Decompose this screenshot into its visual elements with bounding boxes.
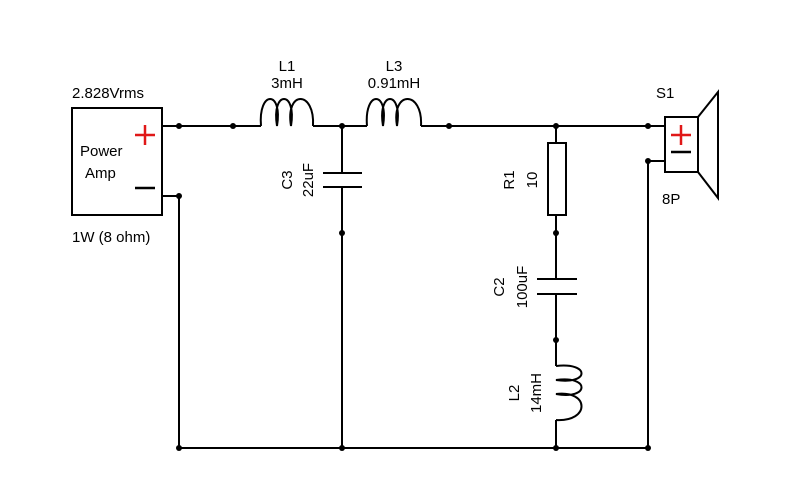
s1-ref-label: S1 (656, 85, 674, 102)
junction-dots (176, 123, 651, 451)
capacitor-c3: C3 22uF (279, 163, 362, 197)
r1-value-label: 10 (524, 172, 541, 189)
c2-value-label: 100uF (514, 266, 531, 309)
inductor-l1: L1 3mH (259, 58, 315, 127)
junction-dot (339, 230, 345, 236)
c3-value-label: 22uF (300, 163, 317, 197)
c3-ref-label: C3 (279, 170, 296, 189)
amp-name-line2: Amp (85, 165, 116, 182)
amp-name-line1: Power (80, 143, 123, 160)
l2-value-label: 14mH (528, 373, 545, 413)
l3-ref-label: L3 (386, 58, 403, 75)
junction-dot (645, 445, 651, 451)
r1-ref-label: R1 (501, 170, 518, 189)
capacitor-c2: C2 100uF (491, 266, 577, 309)
plus-icon (135, 125, 155, 145)
l3-value-label: 0.91mH (368, 75, 421, 92)
junction-dot (553, 230, 559, 236)
junction-dot (230, 123, 236, 129)
junction-dot (553, 123, 559, 129)
junction-dot (339, 123, 345, 129)
junction-dot (553, 337, 559, 343)
power-amp: 2.828Vrms Power Amp 1W (8 ohm) (71, 85, 163, 246)
amp-voltage-label: 2.828Vrms (72, 85, 144, 102)
s1-impedance-label: 8P (662, 191, 680, 208)
l2-ref-label: L2 (506, 385, 523, 402)
l1-value-label: 3mH (271, 75, 303, 92)
wires (162, 125, 665, 449)
l1-ref-label: L1 (279, 58, 296, 75)
speaker-s1: S1 8P (656, 85, 719, 208)
inductor-l2-coil (555, 364, 583, 422)
resistor-r1: R1 10 (501, 142, 567, 216)
inductor-l1-coil (259, 98, 315, 127)
speaker-cone (697, 89, 719, 201)
junction-dot (553, 445, 559, 451)
junction-dot (339, 445, 345, 451)
junction-dot (645, 123, 651, 129)
junction-dot (176, 193, 182, 199)
amp-rating-label: 1W (8 ohm) (72, 229, 150, 246)
junction-dot (446, 123, 452, 129)
junction-dot (176, 445, 182, 451)
inductor-l3: L3 0.91mH (365, 58, 423, 127)
speaker-plus-icon (671, 125, 691, 145)
junction-dot (176, 123, 182, 129)
inductor-l2: L2 14mH (506, 364, 583, 422)
r1-body (547, 142, 567, 216)
junction-dot (645, 158, 651, 164)
inductor-l3-coil (365, 98, 423, 127)
c2-ref-label: C2 (491, 277, 508, 296)
power-amp-box (71, 107, 163, 216)
